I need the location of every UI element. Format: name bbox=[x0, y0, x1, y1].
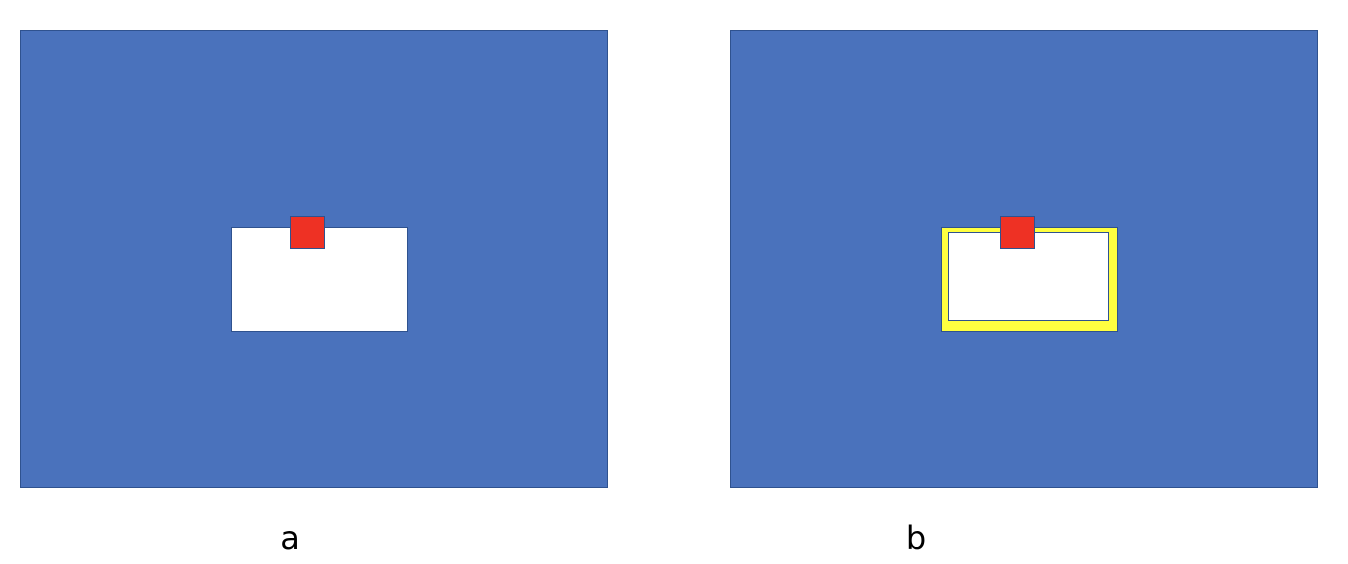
panel-b-background bbox=[730, 30, 1318, 488]
caption-a: a bbox=[280, 519, 300, 557]
caption-b: b bbox=[905, 519, 927, 557]
panel-b-red-square bbox=[1000, 216, 1035, 249]
panel-a-red-square bbox=[290, 216, 325, 249]
panel-a-background bbox=[20, 30, 608, 488]
